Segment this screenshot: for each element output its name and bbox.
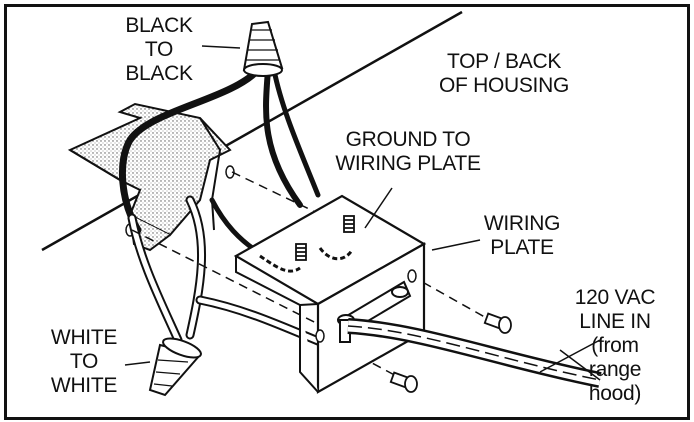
label-top-back-of-housing: TOP / BACK OF HOUSING <box>438 50 569 97</box>
white-wire-nut <box>148 337 202 397</box>
label-ground-to-wiring-plate: GROUND TO WIRING PLATE <box>335 128 481 175</box>
line-in-cable <box>347 318 602 388</box>
ground-screws <box>295 215 355 261</box>
black-wire-nut <box>242 20 284 77</box>
leader-lines <box>124 45 601 381</box>
label-black-to-black: BLACK TO BLACK <box>125 14 193 85</box>
mounting-screws <box>389 312 512 393</box>
label-line-in: 120 VAC LINE IN (from range hood) <box>574 286 656 405</box>
housing-top-edge <box>41 10 463 252</box>
label-wiring-plate: WIRING PLATE <box>483 212 561 259</box>
label-white-to-white: WHITE TO WHITE <box>50 326 118 397</box>
